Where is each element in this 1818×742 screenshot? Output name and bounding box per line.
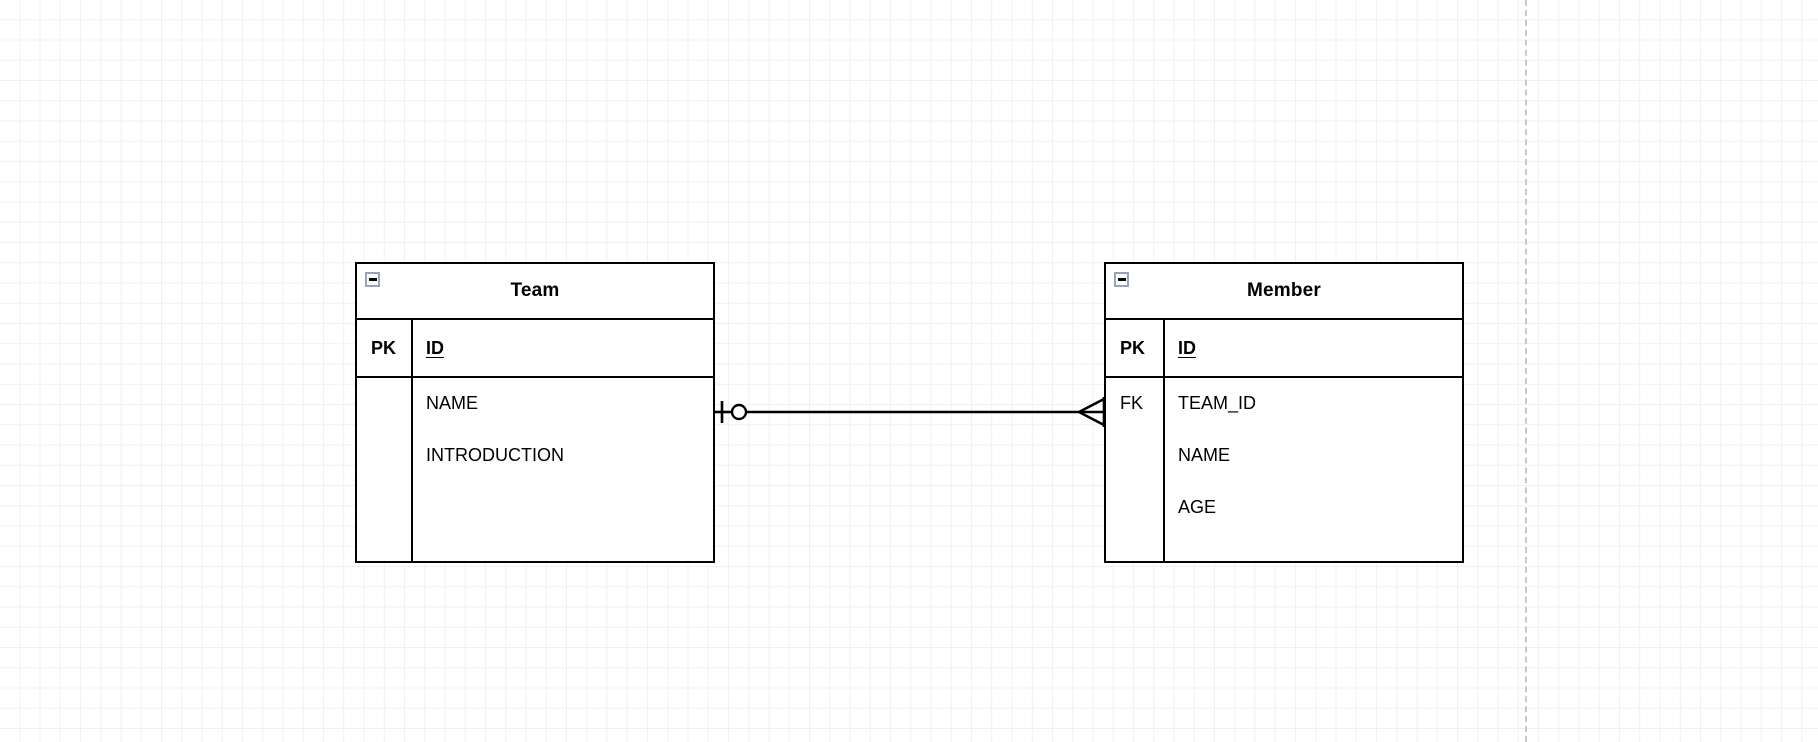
table-row[interactable]: PK ID xyxy=(357,320,713,378)
row-attribute-label: ID xyxy=(1178,337,1196,358)
row-key-label xyxy=(1106,496,1163,548)
bar-and-circle-icon xyxy=(715,401,748,423)
row-attribute-label: TEAM_ID xyxy=(1178,393,1257,413)
row-key-label: PK xyxy=(357,320,413,376)
entity-table-team[interactable]: Team PK ID NAME INTRODUCTION xyxy=(355,262,715,563)
entity-attribute-body: FK TEAM_ID NAME AGE xyxy=(1106,378,1462,563)
relationship-connector-team-member[interactable] xyxy=(705,385,1115,440)
row-attribute-label: NAME xyxy=(426,393,479,413)
attribute-name-column: TEAM_ID NAME AGE xyxy=(1165,378,1462,563)
minus-box-icon[interactable] xyxy=(1114,272,1129,287)
crowsfoot-icon xyxy=(1078,397,1106,427)
attribute-key-column xyxy=(357,378,413,563)
entity-title: Team xyxy=(510,280,560,301)
row-key-label: FK xyxy=(1120,393,1144,413)
entity-title: Member xyxy=(1246,280,1322,301)
table-row[interactable]: PK ID xyxy=(1106,320,1462,378)
attribute-key-column: FK xyxy=(1106,378,1165,563)
row-attribute-label: ID xyxy=(426,337,444,358)
entity-header-team[interactable]: Team xyxy=(357,264,713,320)
row-key-label xyxy=(357,444,411,496)
row-attribute-label: INTRODUCTION xyxy=(426,445,564,465)
entity-table-member[interactable]: Member PK ID FK TEAM_ID NAME AGE xyxy=(1104,262,1464,563)
page-break-guide xyxy=(1525,0,1527,742)
entity-attribute-body: NAME INTRODUCTION xyxy=(357,378,713,563)
row-attribute-label: AGE xyxy=(1178,497,1217,517)
row-key-label xyxy=(1106,444,1163,496)
row-key-label xyxy=(357,392,411,444)
entity-header-member[interactable]: Member xyxy=(1106,264,1462,320)
row-attribute-label: NAME xyxy=(1178,445,1231,465)
row-attribute-cell: ID xyxy=(413,320,713,376)
row-key-label: PK xyxy=(1106,320,1165,376)
row-attribute-cell: ID xyxy=(1165,320,1462,376)
attribute-name-column: NAME INTRODUCTION xyxy=(413,378,713,563)
minus-box-icon[interactable] xyxy=(365,272,380,287)
